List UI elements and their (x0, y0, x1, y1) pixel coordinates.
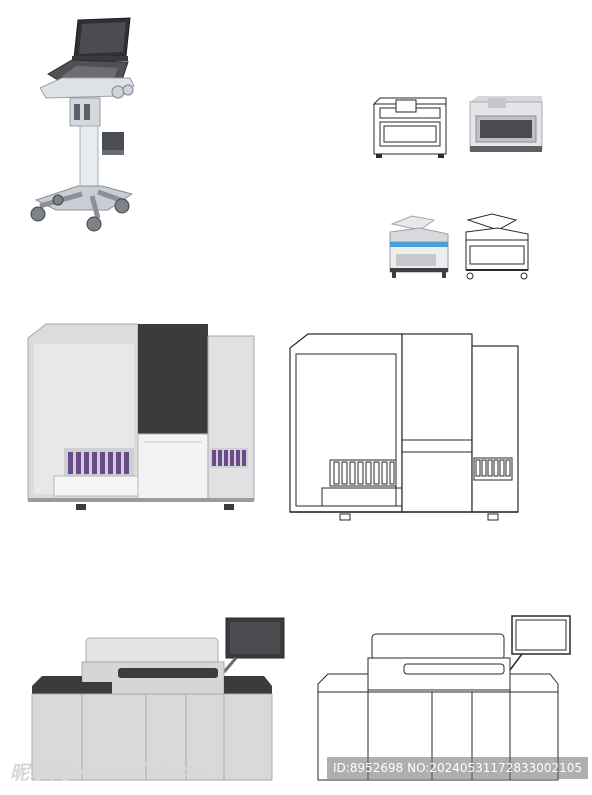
id-text: ID:8952698 (333, 761, 404, 775)
hematology-analyzer-shaded-icon (27, 323, 255, 510)
compact-analyzer-outline-icon (372, 97, 447, 158)
chemistry-analyzer-shaded-icon (31, 617, 285, 781)
no-text: NO:20240531172833002105 (407, 761, 583, 775)
compact-analyzer-shaded-icon (469, 96, 543, 152)
watermark-url: www.nipic.cn (76, 761, 204, 781)
watermark: 昵享网 www.nipic.cn (10, 756, 203, 786)
watermark-logo: 昵享网 (10, 761, 71, 784)
hematology-analyzer-outline-icon (289, 333, 519, 521)
ultrasound-cart-icon (30, 17, 135, 232)
id-bar: ID:8952698 NO:20240531172833002105 (327, 757, 589, 779)
open-lid-analyzer-shaded-icon (389, 215, 449, 278)
open-lid-analyzer-outline-icon (465, 213, 529, 280)
